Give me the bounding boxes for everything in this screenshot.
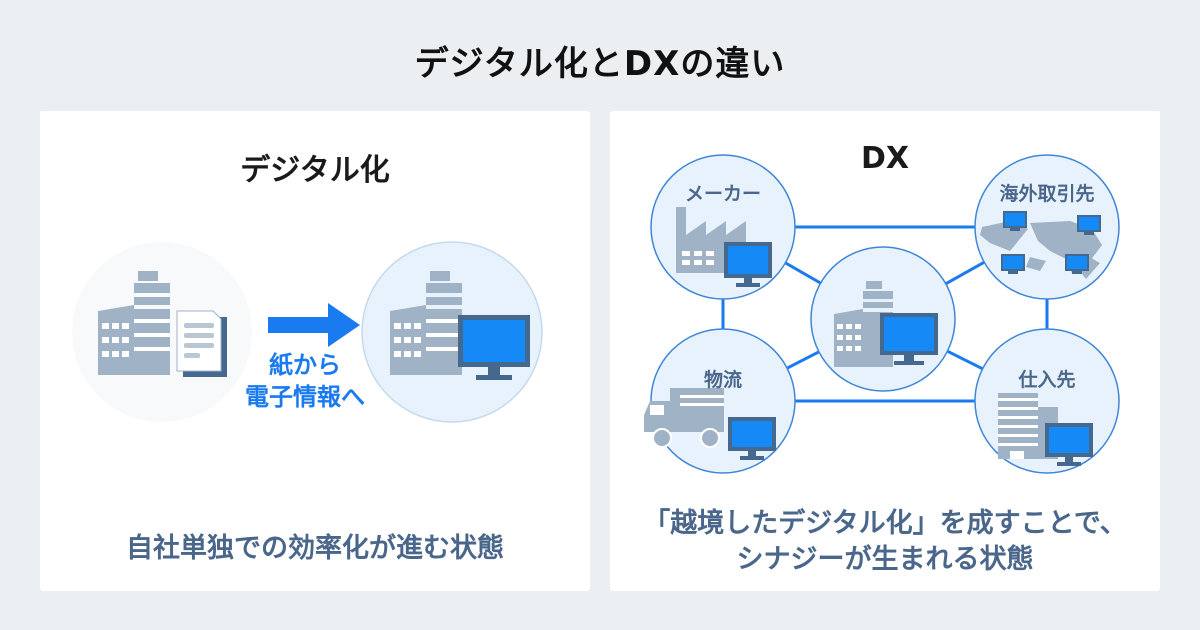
logistics-label: 物流 [703, 369, 742, 391]
dx-title: DX [860, 141, 910, 176]
computer-monitor-icon [1001, 211, 1101, 274]
computer-monitor-icon [880, 313, 938, 365]
office-building-icon [390, 271, 462, 375]
computer-monitor-icon [1045, 423, 1093, 466]
truck-icon [644, 388, 724, 448]
dx-caption-line2: シナジーが生まれる状態 [736, 544, 1034, 575]
overseas-partner-label: 海外取引先 [999, 183, 1095, 205]
dx-panel: DX [610, 111, 1160, 591]
dx-caption-line1: 「越境したデジタル化」を成すことで、 [643, 508, 1127, 539]
office-building-icon [98, 271, 170, 375]
digitalization-caption: 自社単独での効率化が進む状態 [126, 533, 504, 564]
page-title: デジタル化とDXの違い [414, 44, 786, 84]
maker-label: メーカー [684, 183, 761, 205]
supplier-label: 仕入先 [1018, 369, 1076, 391]
right-arrow-icon [268, 303, 360, 347]
computer-monitor-icon [724, 242, 772, 287]
digitalization-title: デジタル化 [240, 153, 390, 188]
dx-caption: 「越境したデジタル化」を成すことで、 シナジーが生まれる状態 [610, 506, 1160, 578]
digitalization-illustration [72, 241, 543, 423]
computer-monitor-icon [728, 417, 776, 460]
arrow-label-line2: 電子情報へ [245, 383, 365, 411]
computer-monitor-icon [458, 315, 530, 380]
digitalization-panel: デジタル化 [40, 111, 590, 591]
arrow-label-line1: 紙から [269, 351, 341, 379]
office-building-icon [834, 281, 893, 367]
dx-network-diagram [644, 154, 1120, 474]
arrow-label: 紙から 電子情報へ [230, 349, 380, 413]
paper-document-icon [176, 310, 227, 377]
